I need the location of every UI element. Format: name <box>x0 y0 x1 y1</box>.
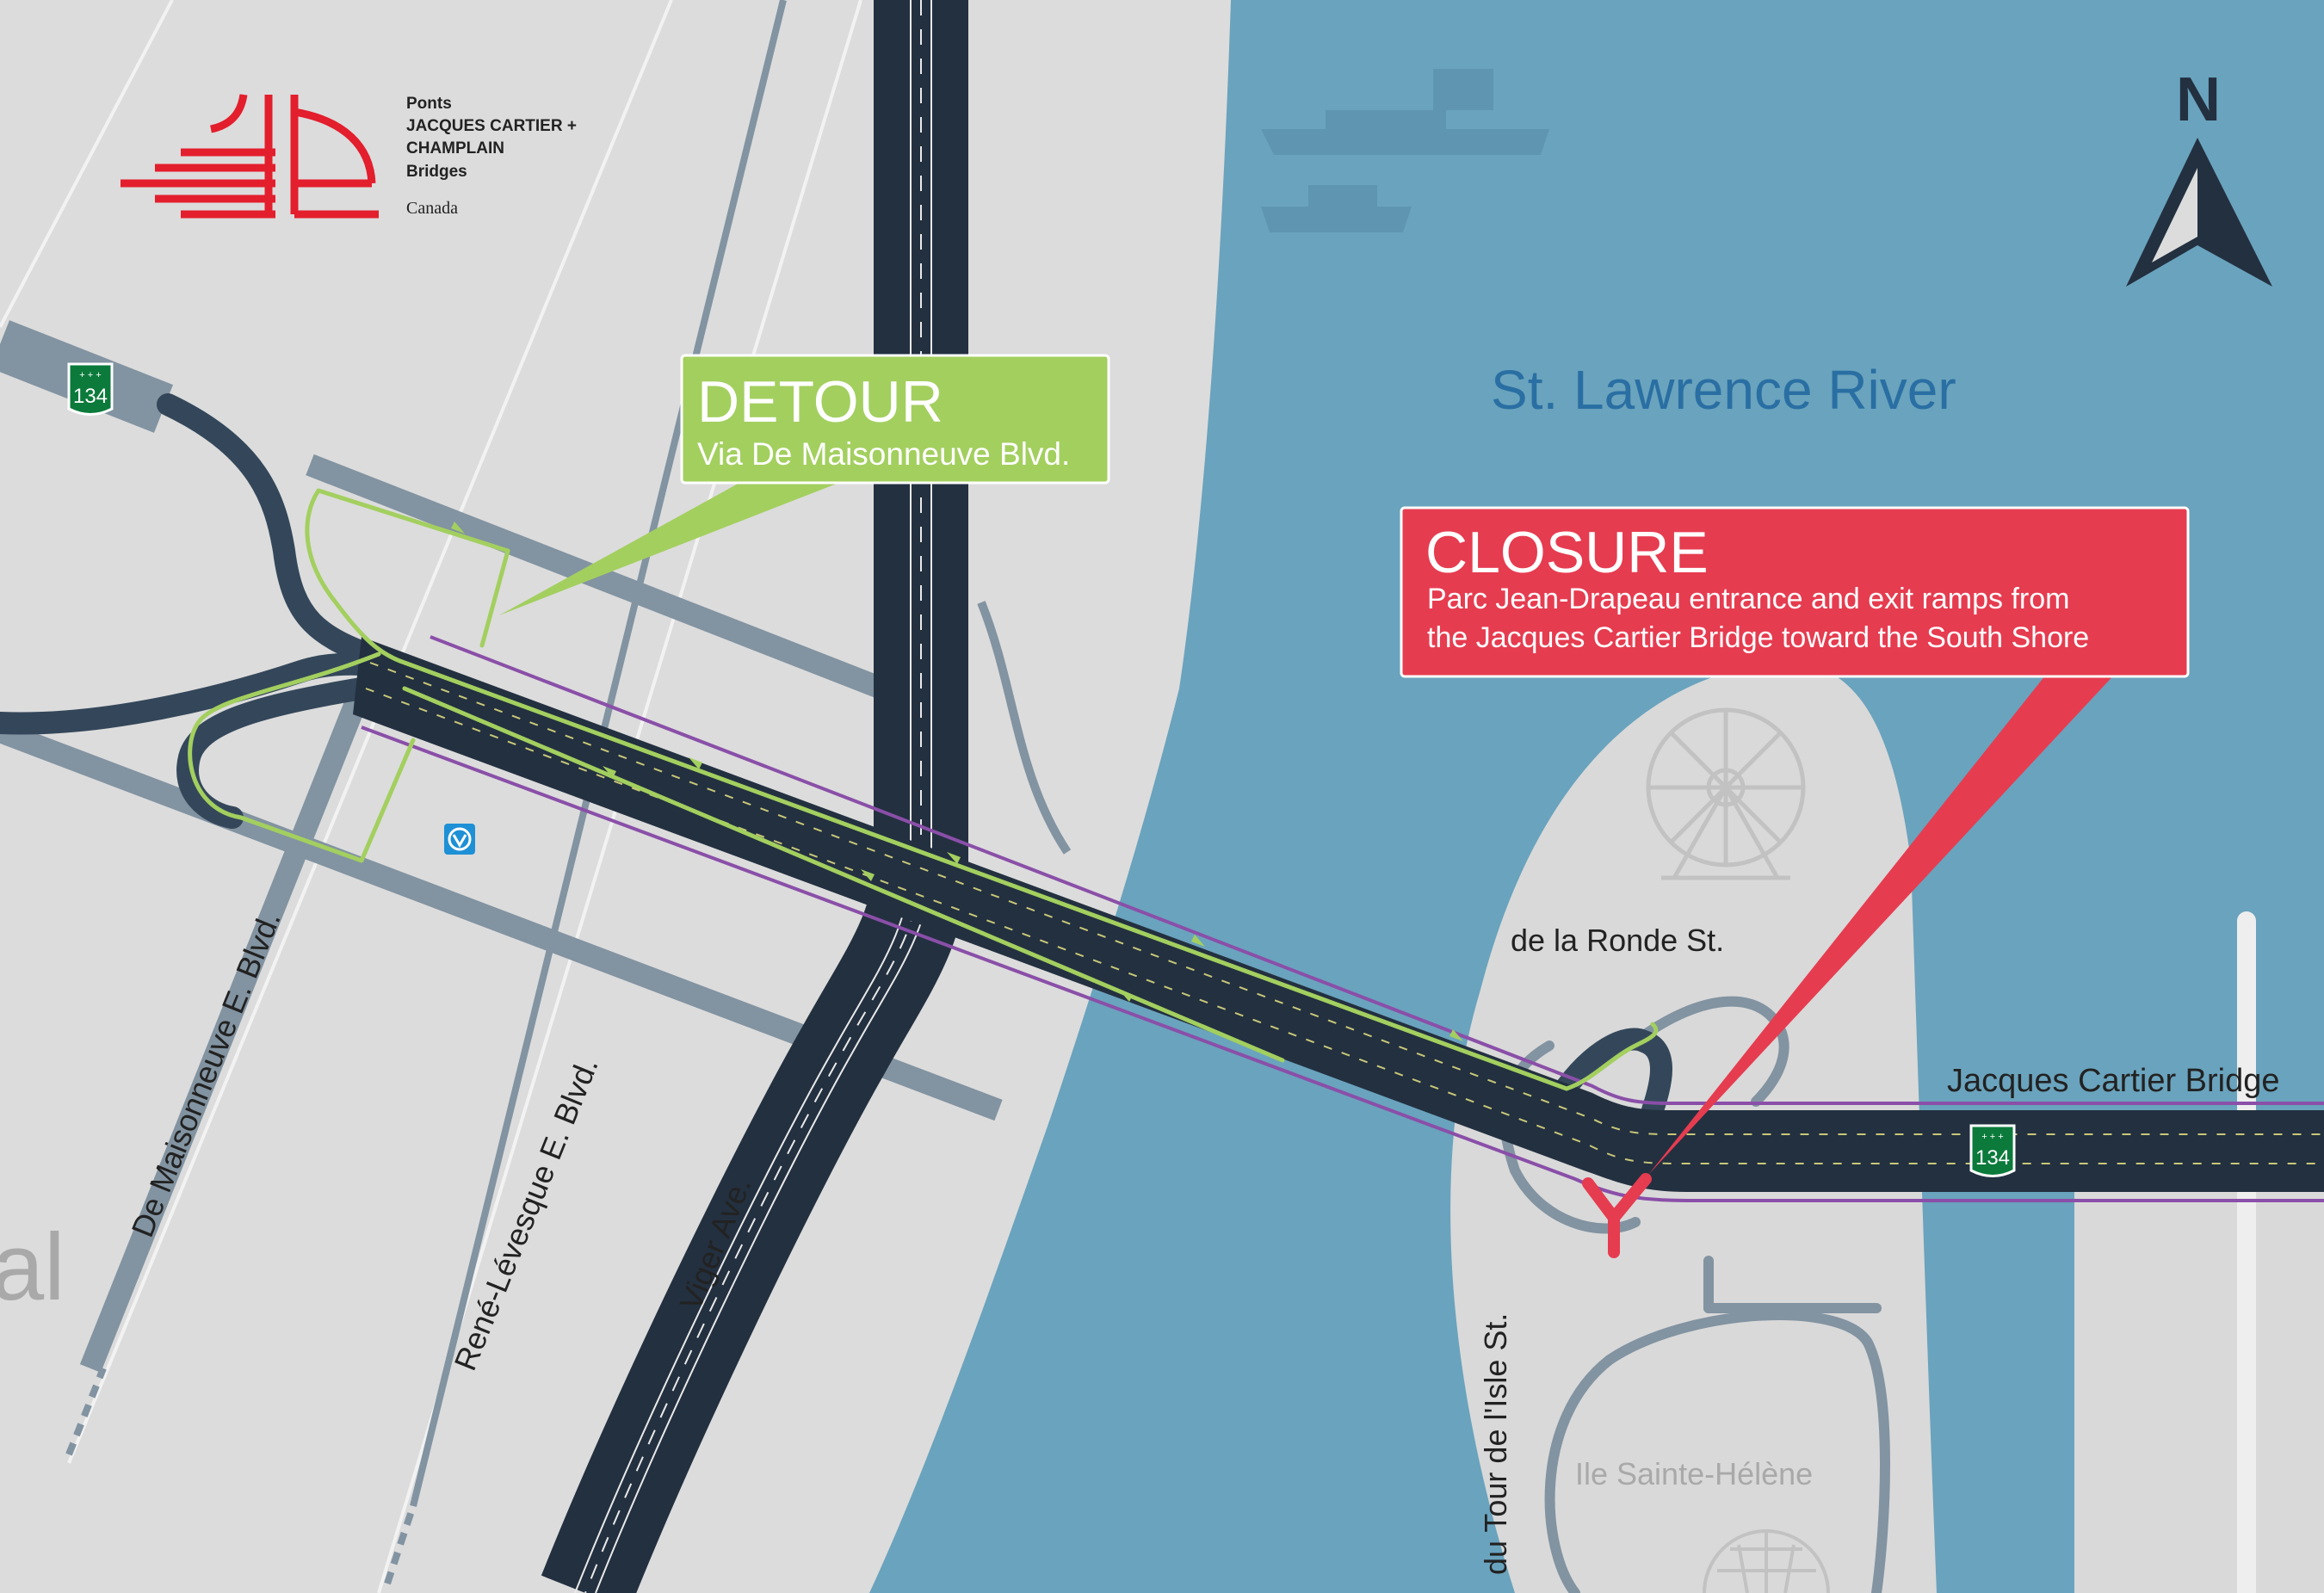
ship-icons <box>1261 69 1549 232</box>
logo-line-3: CHAMPLAIN <box>406 139 504 157</box>
closure-line-1: Parc Jean-Drapeau entrance and exit ramp… <box>1427 583 2069 615</box>
metro-station-icon <box>444 824 475 855</box>
logo-line-4: Bridges <box>406 163 467 181</box>
corridor-lane-marks <box>365 662 2324 1164</box>
svg-text:+ + +: + + + <box>79 370 101 380</box>
closure-line-2: the Jacques Cartier Bridge toward the So… <box>1427 621 2089 654</box>
ronde-street-label: de la Ronde St. <box>1511 923 1724 958</box>
service-road-loop <box>977 601 1072 855</box>
street-maisonneuve <box>91 652 382 1370</box>
detour-subtitle: Via De Maisonneuve Blvd. <box>697 436 1070 472</box>
canada-wordmark: Canada <box>406 199 458 218</box>
detour-direction-arrows <box>451 522 1463 1041</box>
compass-north-label: N <box>2176 65 2221 134</box>
tour-isle-street-label: du Tour de l'Isle St. <box>1478 1313 1513 1575</box>
river-label: St. Lawrence River <box>1491 359 1956 421</box>
closure-callout-pointer <box>1648 671 2117 1175</box>
logo-line-2: JACQUES CARTIER + <box>406 117 577 135</box>
detour-title: DETOUR <box>697 369 943 435</box>
logo-line-1: Ponts <box>406 95 452 113</box>
bridges-logo-mark <box>121 94 379 219</box>
closure-marker <box>1582 1173 1652 1258</box>
island-label: Ile Sainte-Hélène <box>1575 1456 1813 1491</box>
detour-callout-pointer <box>499 478 852 615</box>
jacques-cartier-approach <box>353 637 2324 1192</box>
route-134-number-bridge: 134 <box>1975 1146 2010 1170</box>
city-partial-label: al <box>0 1214 65 1320</box>
svg-text:+ + +: + + + <box>1981 1132 2003 1142</box>
route-134-number-west: 134 <box>73 385 108 408</box>
closure-title: CLOSURE <box>1425 520 1709 585</box>
mainland-dashed-streets <box>65 1367 417 1585</box>
ferris-wheel-icon <box>1646 707 1806 880</box>
biosphere-icon <box>1703 1529 1830 1593</box>
detour-callout <box>680 354 1110 485</box>
route-134-shield-west: + + + 134 <box>67 362 114 416</box>
closure-callout <box>1400 506 2190 678</box>
route-134-shield-bridge: + + + 134 <box>1969 1124 2016 1177</box>
north-arrow-inner <box>2152 168 2197 262</box>
detour-route-line <box>188 488 1659 1091</box>
bridge-label: Jacques Cartier Bridge <box>1947 1063 2280 1099</box>
